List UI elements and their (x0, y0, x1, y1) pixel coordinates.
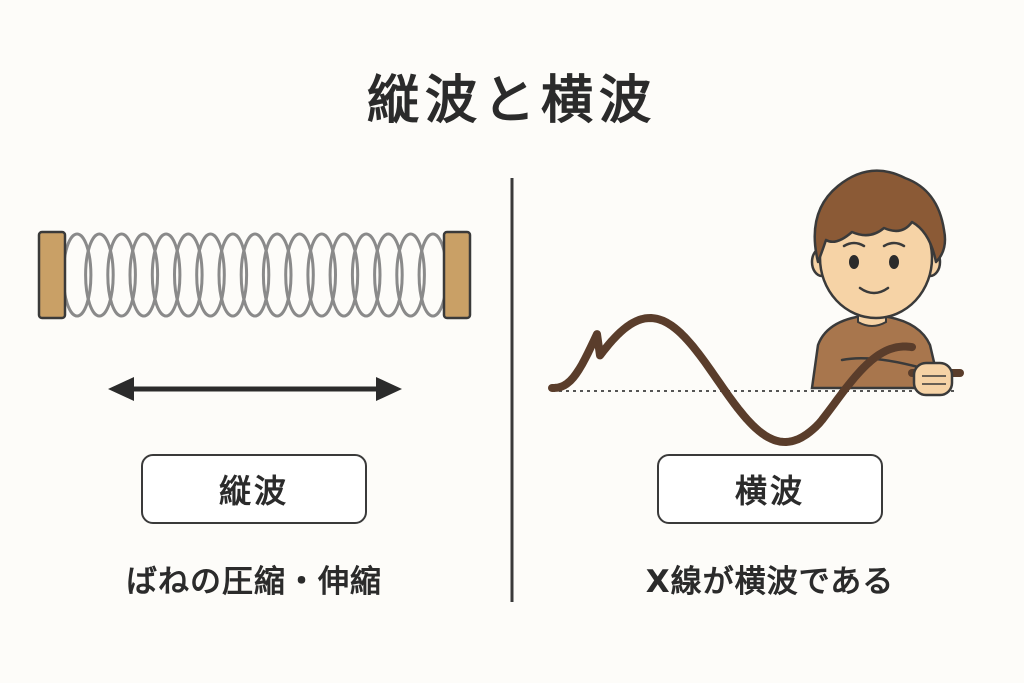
transverse-label: 横波 (734, 472, 805, 510)
spring-coil (84, 232, 115, 318)
spring-coil (128, 232, 160, 318)
spring-coil (395, 232, 426, 318)
transverse-label-box: 横波 (657, 454, 883, 524)
rope-wave-icon (548, 314, 916, 446)
boy-left-eyebrow (842, 241, 866, 248)
spring-coil (350, 232, 382, 318)
boy-right-eye (889, 255, 899, 269)
spring-coil (173, 232, 204, 318)
spring-coil (284, 232, 315, 318)
spring-left-cap (37, 230, 67, 320)
transverse-caption: X線が横波である (645, 564, 895, 600)
double-arrow-icon (108, 377, 402, 401)
spring-coil (328, 232, 360, 318)
boy-illustration (810, 169, 947, 390)
spring-coil (239, 232, 271, 318)
spring-coil (195, 232, 226, 318)
boy-hand (912, 361, 954, 397)
spring-coils (61, 232, 449, 318)
boy-right-eyebrow (882, 241, 906, 248)
boy-hair (813, 169, 947, 264)
spring-right-cap (442, 230, 472, 320)
spring-coil (306, 232, 338, 318)
spring-coil (373, 232, 404, 318)
hand-shape (912, 361, 954, 397)
arrow-head-right (376, 377, 402, 401)
longitudinal-label-box: 縦波 (141, 454, 367, 524)
boy-left-eye (849, 255, 859, 269)
page-title: 縦波と横波 (366, 71, 657, 131)
spring-coil (150, 232, 182, 318)
spring-coil (261, 232, 293, 318)
longitudinal-label: 縦波 (218, 472, 289, 510)
longitudinal-caption: ばねの圧縮・伸縮 (126, 564, 382, 600)
spring-coil (217, 232, 249, 318)
boy-smile (858, 286, 890, 295)
spring-icon (37, 230, 472, 320)
arrow-head-left (108, 377, 134, 401)
spring-coil (106, 232, 137, 318)
